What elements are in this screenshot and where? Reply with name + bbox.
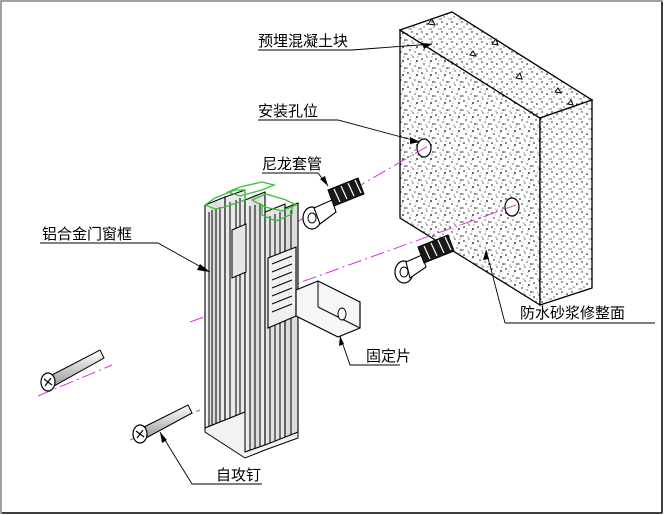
label-waterproof-mortar: 防水砂浆修整面 xyxy=(520,304,625,322)
concrete-block xyxy=(398,11,594,307)
label-aluminum-frame: 铝合金门窗框 xyxy=(42,225,132,243)
label-fixing-plate: 固定片 xyxy=(366,347,411,365)
fixing-plate xyxy=(231,223,361,338)
frame-top-profile xyxy=(203,181,298,222)
nylon-sleeve-lower xyxy=(394,234,455,284)
frame-groove-lines xyxy=(208,198,292,450)
leader-arrowheads xyxy=(160,43,489,443)
leader-lines xyxy=(40,43,655,485)
label-self-tapping-screw: 自攻钉 xyxy=(216,466,261,484)
block-side-face xyxy=(539,99,593,306)
label-install-hole: 安装孔位 xyxy=(258,102,318,120)
self-tapping-screw-upper xyxy=(40,349,105,392)
label-nylon-sleeve: 尼龙套管 xyxy=(262,155,322,173)
concrete-aggregate-marks xyxy=(427,18,574,106)
install-hole-lower xyxy=(504,197,520,217)
self-tapping-screw-lower xyxy=(132,404,193,444)
label-precast-block: 预埋混凝土块 xyxy=(258,32,348,50)
nylon-sleeve-upper xyxy=(302,177,365,230)
